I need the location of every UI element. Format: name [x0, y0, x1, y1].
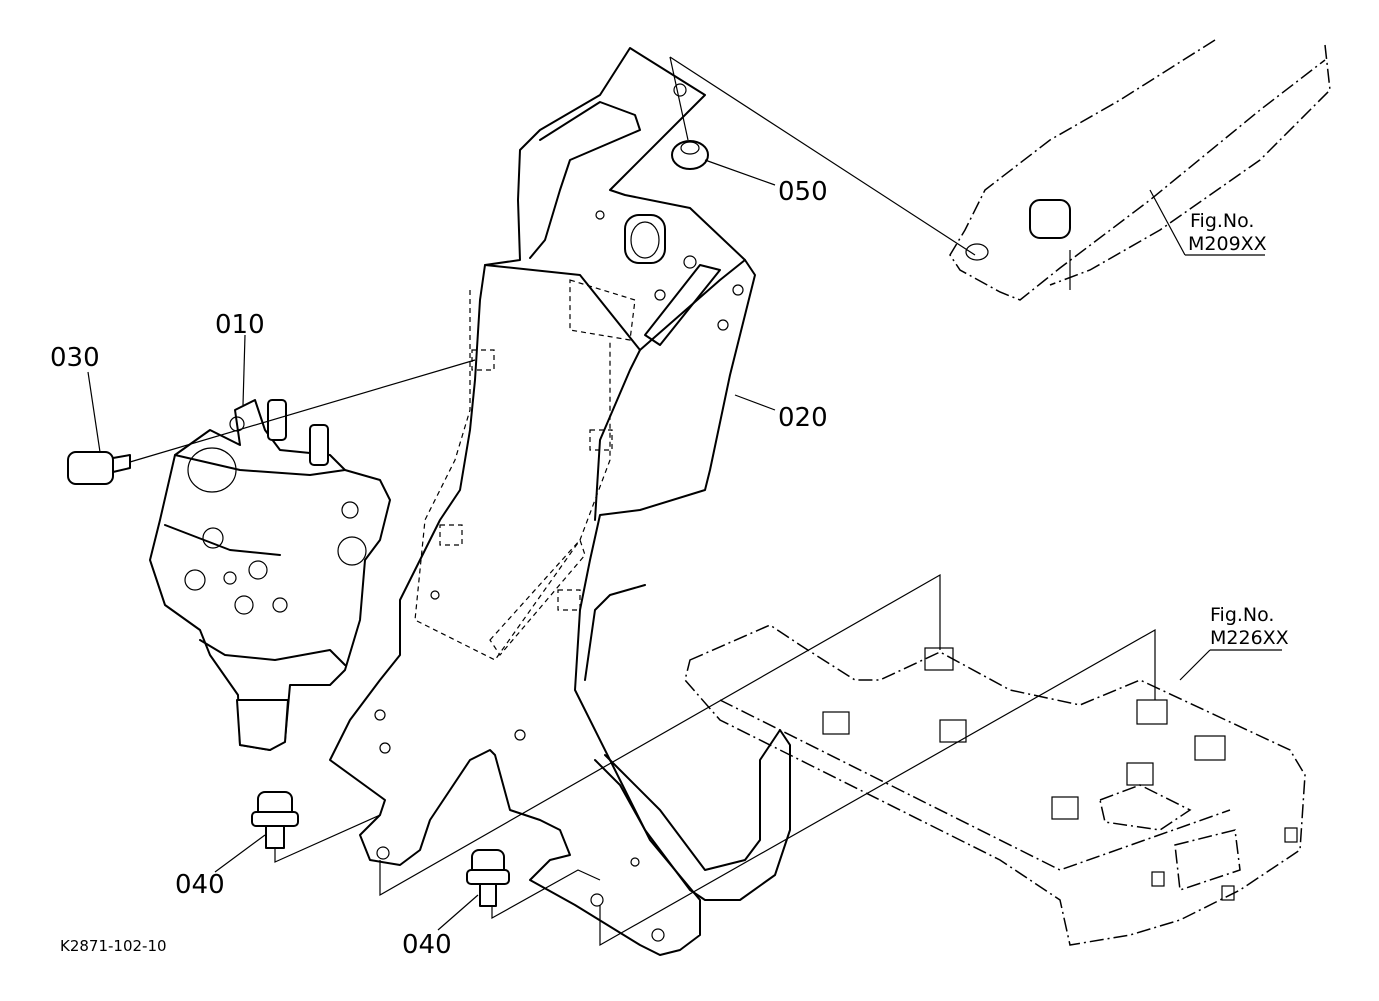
control-valve — [149, 399, 391, 751]
bolt-040-left — [251, 791, 299, 849]
part-label-050: 050 — [778, 177, 828, 207]
bolt-030 — [67, 451, 131, 485]
bracket-assembly — [329, 47, 791, 956]
drawing-code: K2871-102-10 — [60, 937, 167, 955]
fig-ref-number-upper: M209XX — [1188, 233, 1267, 255]
upper-frame-reference — [949, 39, 1331, 301]
part-label-040-right: 040 — [402, 930, 452, 960]
nut-050 — [671, 140, 709, 170]
part-label-020: 020 — [778, 403, 828, 433]
fig-ref-label-upper: Fig.No. — [1190, 210, 1254, 232]
part-label-040-left: 040 — [175, 870, 225, 900]
fig-ref-number-lower: M226XX — [1210, 627, 1289, 649]
part-label-010: 010 — [215, 310, 265, 340]
leader-lines — [87, 56, 1282, 947]
lower-frame-reference — [684, 624, 1306, 946]
part-label-030: 030 — [50, 343, 100, 373]
fig-ref-label-lower: Fig.No. — [1210, 604, 1274, 626]
bolt-040-right — [466, 849, 510, 907]
